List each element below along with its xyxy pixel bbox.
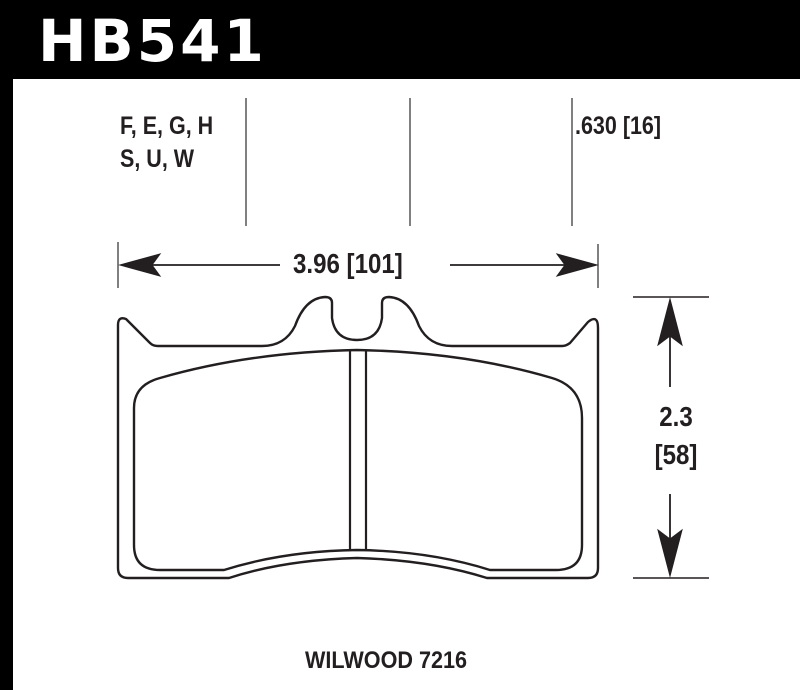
arrow-up-icon [657,297,683,347]
height-dimension-line [633,296,709,579]
arrow-right-icon [555,253,599,277]
height-mm: [58] [654,439,698,470]
compound-codes-line1: F, E, G, H [120,112,214,140]
backing-plate-outline [116,295,600,580]
width-dimension-line [117,242,599,288]
caliper-label: WILWOOD 7216 [305,647,468,674]
thickness-label: .630 [16] [575,112,662,140]
thickness-leader-lines [245,98,573,226]
height-inches: 2.3 [659,401,693,432]
friction-material-outline [132,348,584,572]
width-label: 3.96 [101] [293,248,403,279]
part-number-title: HB541 [38,7,267,75]
compound-codes-line2: S, U, W [120,145,195,173]
center-slot [348,351,368,551]
height-label: 2.3 [58] [640,398,712,474]
compound-codes: F, E, G, H S, U, W [120,110,213,176]
arrow-down-icon [657,528,683,578]
arrow-left-icon [118,253,162,277]
